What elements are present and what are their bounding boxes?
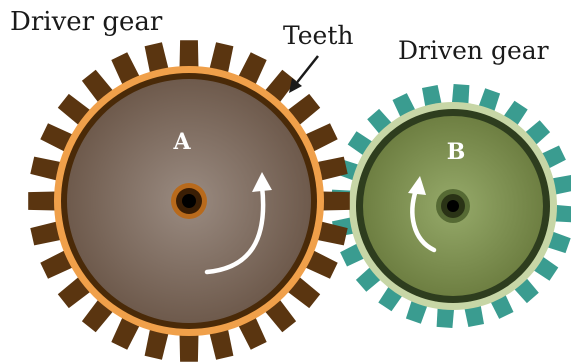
driver-gear-letter: A — [172, 129, 191, 155]
driven-gear-label: Driven gear — [398, 36, 549, 65]
driven-gear-letter: B — [447, 139, 466, 165]
driver-gear-axle — [182, 194, 196, 208]
driven-gear-axle — [447, 200, 459, 212]
driver-gear — [28, 40, 350, 362]
teeth-pointer-arrow — [289, 56, 318, 93]
driver-gear-label: Driver gear — [10, 7, 163, 37]
teeth-label: Teeth — [283, 21, 353, 50]
driven-gear — [331, 84, 571, 328]
